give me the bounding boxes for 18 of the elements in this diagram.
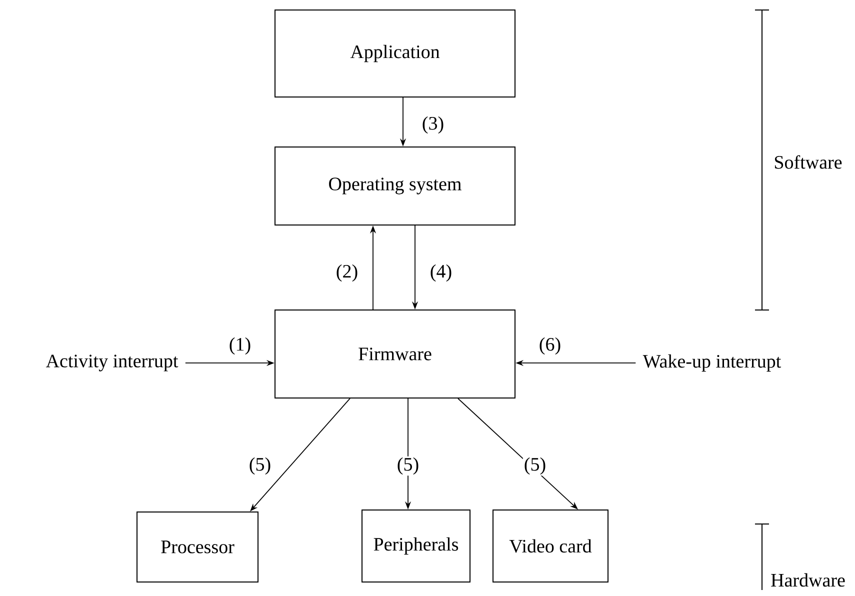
edge-label: (2) bbox=[334, 263, 360, 283]
edge-label: (5) bbox=[248, 456, 272, 476]
edge-label: (6) bbox=[538, 336, 562, 356]
process-box: Peripherals bbox=[362, 509, 470, 582]
side-label: Hardware bbox=[771, 573, 845, 587]
edge-label: (4) bbox=[428, 263, 454, 283]
edge-label: (5) bbox=[396, 456, 420, 476]
process-box: Operating system bbox=[274, 146, 516, 226]
input-label: Activity interrupt bbox=[46, 354, 178, 372]
edge-label: (3) bbox=[420, 115, 446, 135]
process-box: Video card bbox=[492, 509, 608, 582]
edge-label: (1) bbox=[228, 336, 252, 356]
process-box: Processor bbox=[136, 511, 258, 582]
edge-label: (5) bbox=[522, 456, 548, 476]
side-label: Software bbox=[774, 155, 842, 169]
process-box: Firmware bbox=[274, 310, 516, 398]
process-box: Application bbox=[274, 10, 516, 98]
input-label: Wake-up interrupt bbox=[642, 354, 782, 372]
